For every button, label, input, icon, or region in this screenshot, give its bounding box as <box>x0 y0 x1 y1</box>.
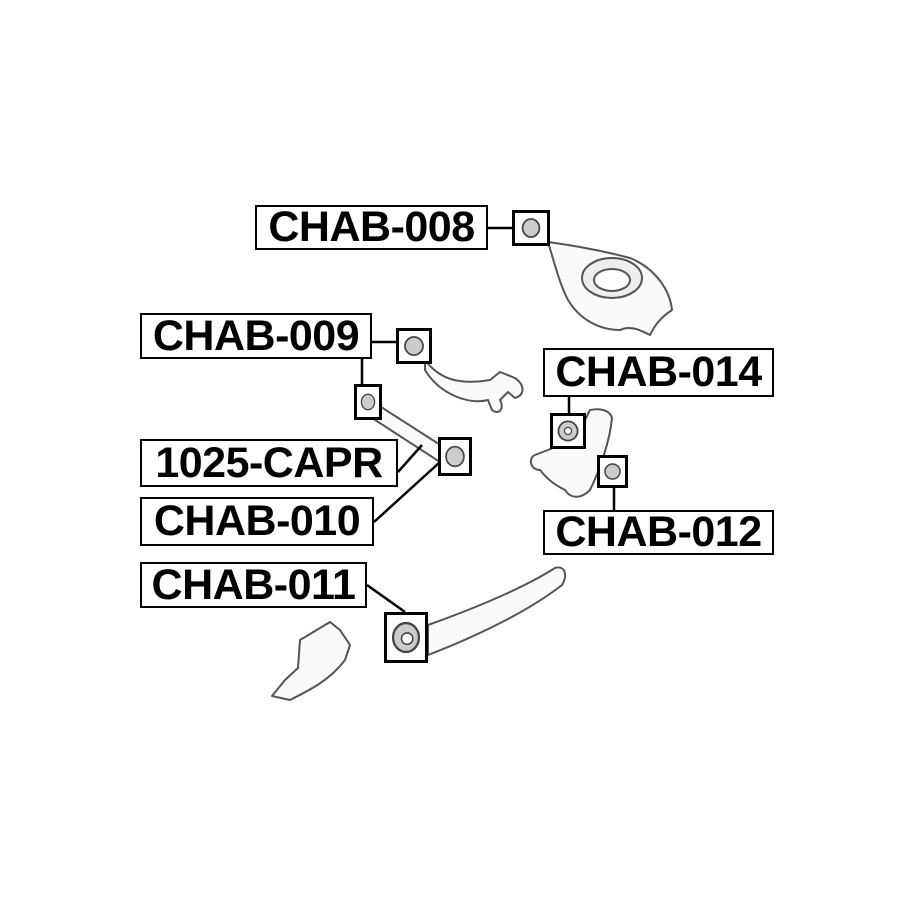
bushing-chab-009-lower <box>354 384 382 420</box>
trailing-arm-bracket <box>271 621 351 701</box>
label-1025-capr: 1025-CAPR <box>140 439 398 487</box>
label-chab-010: CHAB-010 <box>140 497 374 546</box>
label-chab-014: CHAB-014 <box>543 348 774 397</box>
knuckle <box>529 408 613 498</box>
bushing-chab-010 <box>438 437 472 476</box>
label-chab-008: CHAB-008 <box>255 205 488 250</box>
bushing-chab-008 <box>512 210 550 246</box>
bushing-chab-009-upper <box>396 328 432 364</box>
label-chab-012: CHAB-012 <box>543 510 774 555</box>
leader-lines <box>360 226 616 614</box>
bushing-chab-012 <box>597 455 628 488</box>
label-chab-009: CHAB-009 <box>140 313 372 359</box>
toe-link-arm <box>424 359 524 413</box>
bushing-chab-011 <box>384 612 428 663</box>
label-chab-011: CHAB-011 <box>140 562 367 608</box>
trailing-arm <box>427 566 567 656</box>
bushing-chab-014 <box>550 413 586 449</box>
